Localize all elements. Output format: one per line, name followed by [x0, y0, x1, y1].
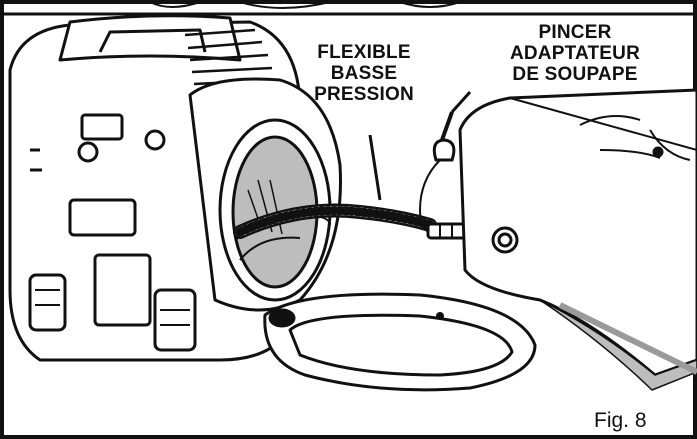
valve-clip-label: PINCER ADAPTATEUR DE SOUPAPE — [470, 22, 680, 85]
low-pressure-hose — [233, 203, 470, 240]
valve-adapter-clip — [418, 111, 456, 233]
valve-clip-label-line-1: PINCER — [538, 22, 612, 43]
valve-clip-label-line-3: DE SOUPAPE — [512, 64, 638, 85]
clip-leader-line — [450, 90, 472, 114]
hose-label-line-3: PRESSION — [314, 84, 414, 105]
hose-label-line-1: FLEXIBLE — [317, 42, 411, 63]
valve-clip-label-line-2: ADAPTATEUR — [509, 43, 641, 64]
storage-lid — [263, 292, 537, 392]
power-button — [77, 141, 99, 163]
hose-label: FLEXIBLE BASSE PRESSION — [300, 42, 428, 105]
hose-label-line-2: BASSE — [330, 63, 398, 84]
inflatable-mattress — [458, 88, 697, 391]
hose-leader-line — [368, 134, 382, 201]
figure-caption: Fig. 8 — [594, 409, 647, 432]
hose-storage-drum — [188, 77, 342, 312]
